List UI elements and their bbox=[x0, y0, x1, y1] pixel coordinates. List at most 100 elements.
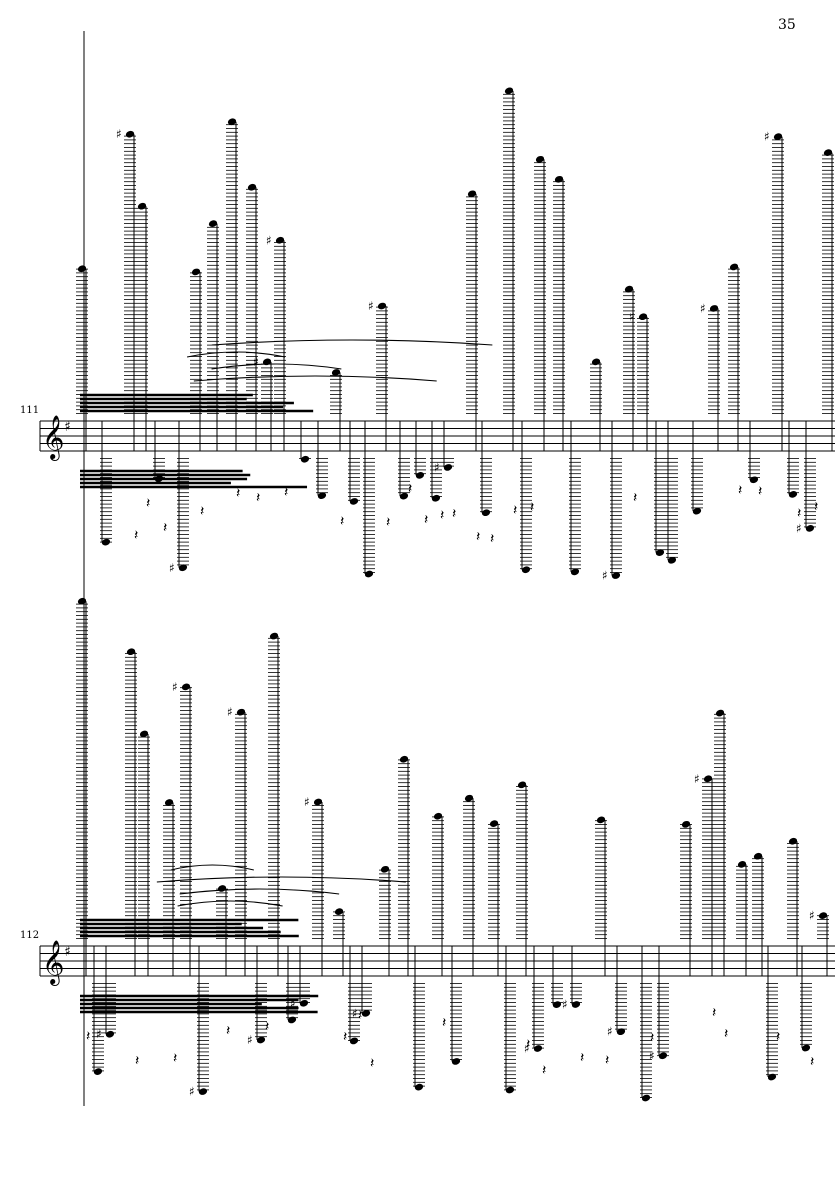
notehead bbox=[198, 1088, 208, 1095]
sharp-accidental: ♯ bbox=[247, 1033, 253, 1047]
notehead bbox=[300, 455, 310, 463]
slur bbox=[211, 339, 493, 346]
notehead bbox=[227, 118, 237, 126]
key-signature-sharp: ♯ bbox=[64, 419, 71, 435]
sharp-accidental: ♯ bbox=[352, 1006, 358, 1020]
slur bbox=[170, 864, 254, 871]
notehead bbox=[505, 1086, 515, 1094]
sharp-accidental: ♯ bbox=[266, 233, 272, 247]
quarter-rest: 𝄽 bbox=[146, 495, 150, 511]
quarter-rest: 𝄽 bbox=[86, 1029, 90, 1045]
quarter-rest: 𝄽 bbox=[408, 481, 412, 497]
notehead bbox=[709, 305, 719, 312]
sharp-accidental: ♯ bbox=[602, 569, 608, 583]
notehead bbox=[380, 865, 390, 873]
sharp-accidental: ♯ bbox=[172, 680, 178, 694]
notehead bbox=[349, 498, 359, 505]
treble-clef-icon: 𝄞 bbox=[42, 415, 64, 461]
notehead bbox=[349, 1037, 359, 1045]
notehead bbox=[554, 175, 564, 183]
notehead bbox=[801, 1044, 811, 1052]
notehead bbox=[399, 492, 409, 500]
notehead bbox=[624, 285, 634, 293]
notehead bbox=[729, 263, 739, 271]
quarter-rest: 𝄽 bbox=[256, 490, 260, 506]
quarter-rest: 𝄽 bbox=[135, 1053, 139, 1069]
sharp-accidental: ♯ bbox=[290, 996, 296, 1010]
sharp-accidental: ♯ bbox=[227, 705, 233, 719]
notehead bbox=[467, 190, 477, 198]
notehead bbox=[517, 781, 527, 789]
slur bbox=[193, 375, 437, 382]
notehead bbox=[655, 549, 665, 556]
quarter-rest: 𝄽 bbox=[236, 485, 240, 501]
notehead bbox=[377, 302, 387, 310]
notehead bbox=[287, 1016, 297, 1024]
quarter-rest: 𝄽 bbox=[776, 1029, 780, 1045]
notehead bbox=[93, 1068, 103, 1075]
sharp-accidental: ♯ bbox=[368, 299, 374, 313]
notehead bbox=[481, 509, 491, 517]
notehead bbox=[818, 912, 828, 919]
quarter-rest: 𝄽 bbox=[226, 1023, 230, 1039]
quarter-rest: 𝄽 bbox=[530, 499, 534, 515]
quarter-rest: 𝄽 bbox=[284, 485, 288, 501]
quarter-rest: 𝄽 bbox=[343, 1029, 347, 1045]
quarter-rest: 𝄽 bbox=[490, 531, 494, 547]
quarter-rest: 𝄽 bbox=[633, 490, 637, 506]
sharp-accidental: ♯ bbox=[96, 1027, 102, 1041]
notehead bbox=[692, 507, 702, 515]
notehead bbox=[236, 708, 246, 716]
notehead bbox=[275, 236, 285, 244]
quarter-rest: 𝄽 bbox=[526, 1037, 530, 1053]
sharp-accidental: ♯ bbox=[607, 1025, 613, 1039]
notehead bbox=[749, 476, 759, 484]
quarter-rest: 𝄽 bbox=[758, 484, 762, 500]
quarter-rest: 𝄽 bbox=[605, 1053, 609, 1069]
notehead bbox=[504, 87, 514, 95]
notehead bbox=[533, 1045, 543, 1052]
sharp-accidental: ♯ bbox=[809, 909, 815, 923]
slur bbox=[177, 900, 283, 907]
notehead bbox=[703, 775, 713, 783]
notehead bbox=[571, 1001, 581, 1008]
notehead bbox=[299, 999, 309, 1007]
sharp-accidental: ♯ bbox=[253, 355, 259, 369]
notehead bbox=[126, 648, 136, 656]
quarter-rest: 𝄽 bbox=[797, 506, 801, 522]
quarter-rest: 𝄽 bbox=[134, 528, 138, 544]
notehead bbox=[331, 369, 341, 376]
quarter-rest: 𝄽 bbox=[340, 513, 344, 529]
notehead bbox=[317, 492, 327, 500]
quarter-rest: 𝄽 bbox=[265, 1019, 269, 1035]
slur bbox=[186, 351, 286, 358]
notehead bbox=[269, 632, 279, 640]
notehead bbox=[753, 852, 763, 860]
notehead bbox=[256, 1036, 266, 1044]
notehead bbox=[399, 755, 409, 763]
notehead bbox=[611, 572, 621, 579]
sharp-accidental: ♯ bbox=[169, 561, 175, 575]
page-number: 35 bbox=[778, 17, 796, 33]
sharp-accidental: ♯ bbox=[562, 998, 568, 1012]
staff-system-111: 𝄞♯♯𝄽𝄽𝄽♯𝄽𝄽𝄽♯♯𝄽𝄽♯𝄽𝄽𝄽𝄽♯𝄽𝄽𝄽𝄽𝄽♯𝄽♯♯𝄽𝄽♯𝄽♯𝄽 bbox=[39, 31, 835, 583]
quarter-rest: 𝄽 bbox=[738, 482, 742, 498]
notehead bbox=[535, 155, 545, 163]
notehead bbox=[667, 556, 677, 564]
notehead bbox=[552, 1001, 562, 1008]
notehead bbox=[464, 794, 474, 802]
sharp-accidental: ♯ bbox=[649, 1049, 655, 1063]
notehead bbox=[596, 816, 606, 824]
notehead bbox=[313, 798, 323, 806]
notehead bbox=[489, 820, 499, 827]
notehead bbox=[431, 494, 441, 502]
notehead bbox=[101, 538, 111, 546]
notehead bbox=[164, 799, 174, 806]
quarter-rest: 𝄽 bbox=[712, 1005, 716, 1021]
quarter-rest: 𝄽 bbox=[814, 499, 818, 515]
quarter-rest: 𝄽 bbox=[386, 514, 390, 530]
quarter-rest: 𝄽 bbox=[724, 1026, 728, 1042]
measure-number-111: 111 bbox=[20, 405, 40, 416]
notehead bbox=[178, 564, 188, 572]
